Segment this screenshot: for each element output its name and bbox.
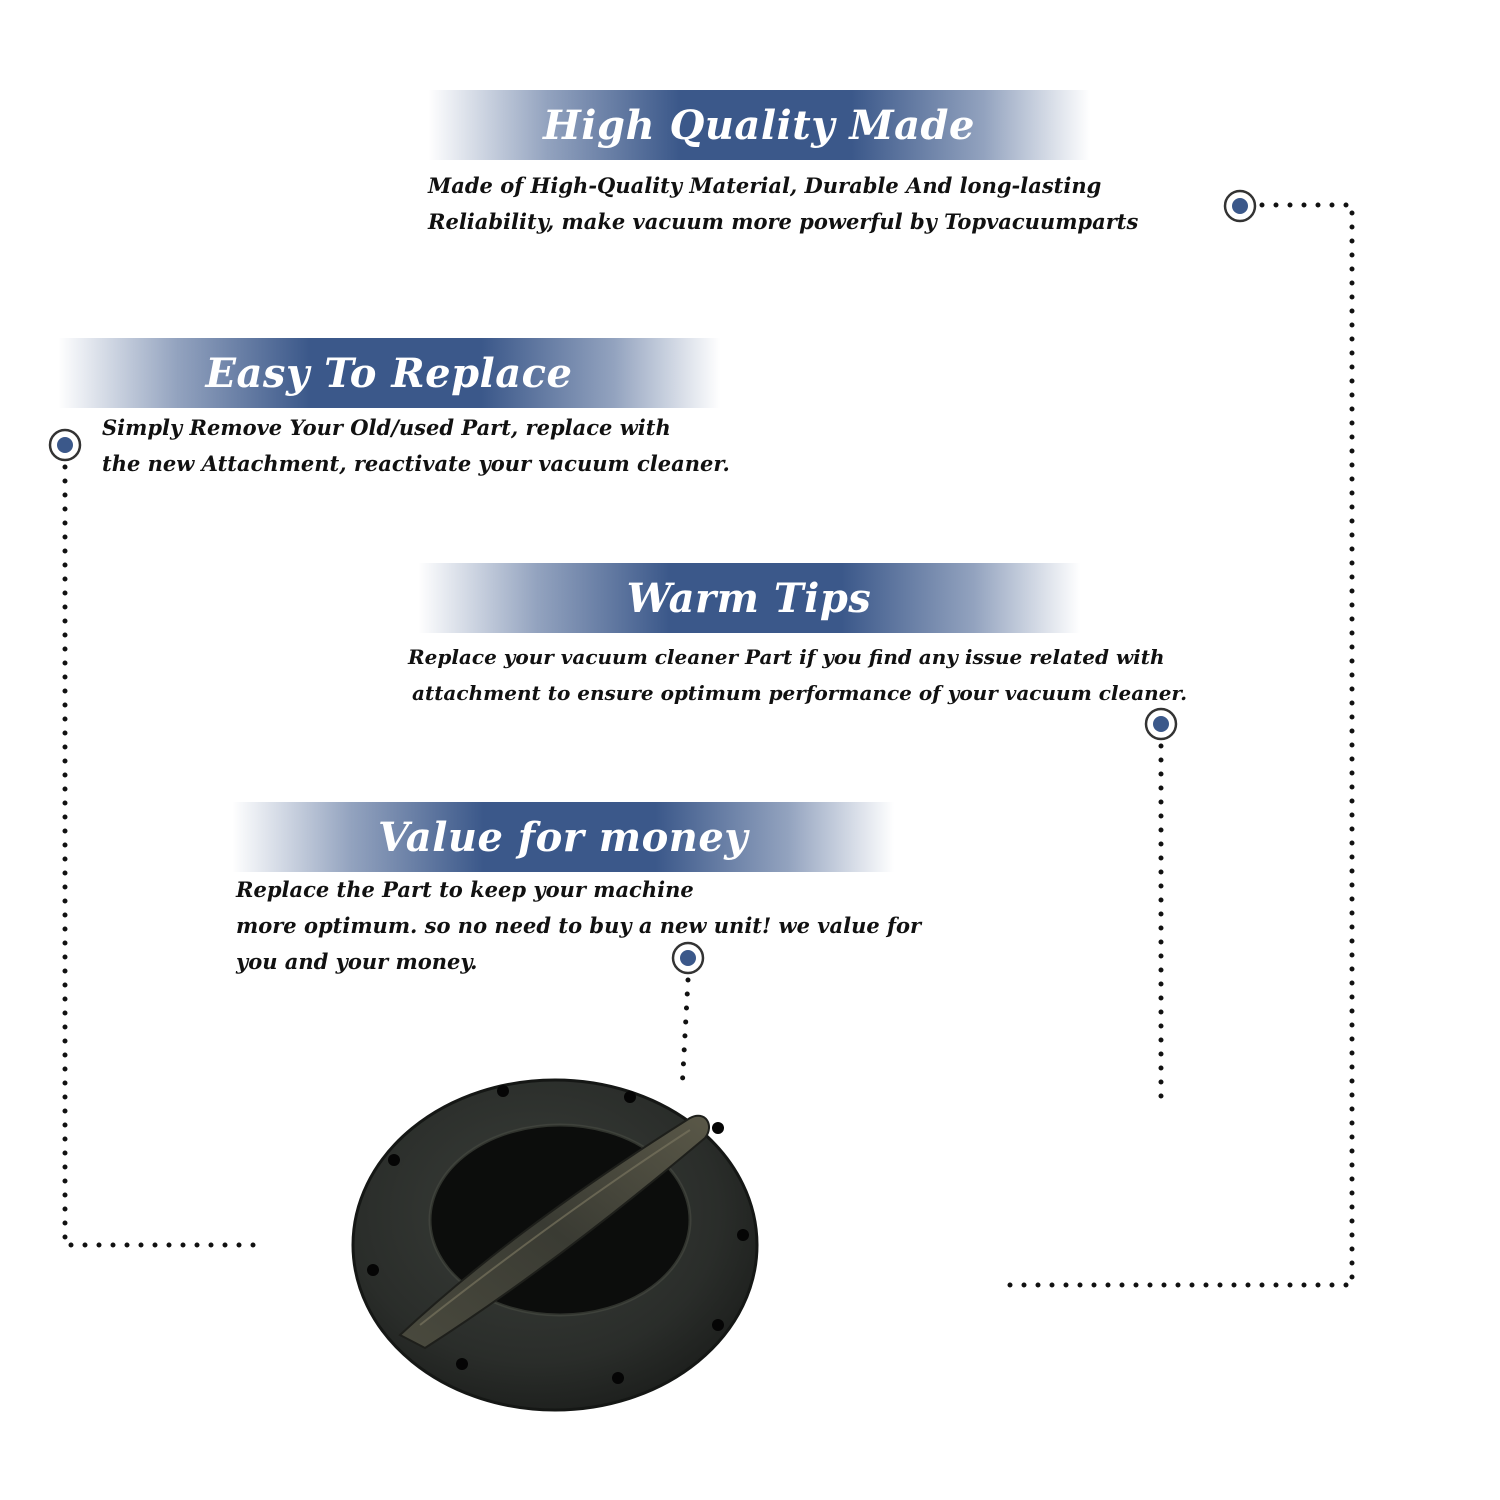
connector-value-money	[679, 977, 691, 1093]
target-marker-icon	[1144, 707, 1178, 741]
easy-replace-title: Easy To Replace	[205, 349, 573, 397]
value-money-description: Replace the Part to keep your machine mo…	[236, 872, 921, 980]
description-line: Replace your vacuum cleaner Part if you …	[408, 645, 1165, 669]
high-quality-title: High Quality Made	[543, 101, 975, 149]
banner-warm-tips: Warm Tips	[418, 563, 1080, 633]
connector-easy-replace	[62, 464, 263, 1248]
description-line: attachment to ensure optimum performance…	[412, 681, 1188, 705]
description-line: Reliability, make vacuum more powerful b…	[428, 209, 1139, 234]
banner-high-quality: High Quality Made	[428, 90, 1090, 160]
description-line: you and your money.	[236, 949, 478, 974]
easy-replace-description: Simply Remove Your Old/used Part, replac…	[102, 410, 730, 482]
target-marker-icon	[671, 941, 705, 975]
description-line: Made of High-Quality Material, Durable A…	[428, 173, 1102, 198]
description-line: Replace the Part to keep your machine	[236, 877, 694, 902]
connector-high-quality	[997, 202, 1355, 1288]
description-line: more optimum. so no need to buy a new un…	[236, 913, 922, 938]
description-line: the new Attachment, reactivate your vacu…	[102, 451, 730, 476]
warm-tips-title: Warm Tips	[626, 574, 872, 622]
banner-easy-replace: Easy To Replace	[58, 338, 720, 408]
value-money-title: Value for money	[377, 813, 749, 861]
warm-tips-description: Replace your vacuum cleaner Part if you …	[408, 639, 1187, 711]
vacuum-cap-image	[351, 1078, 759, 1412]
description-line: Simply Remove Your Old/used Part, replac…	[102, 415, 671, 440]
target-marker-icon	[48, 428, 82, 462]
target-marker-icon	[1223, 189, 1257, 223]
banner-value-money: Value for money	[232, 802, 894, 872]
high-quality-description: Made of High-Quality Material, Durable A…	[428, 168, 1138, 240]
